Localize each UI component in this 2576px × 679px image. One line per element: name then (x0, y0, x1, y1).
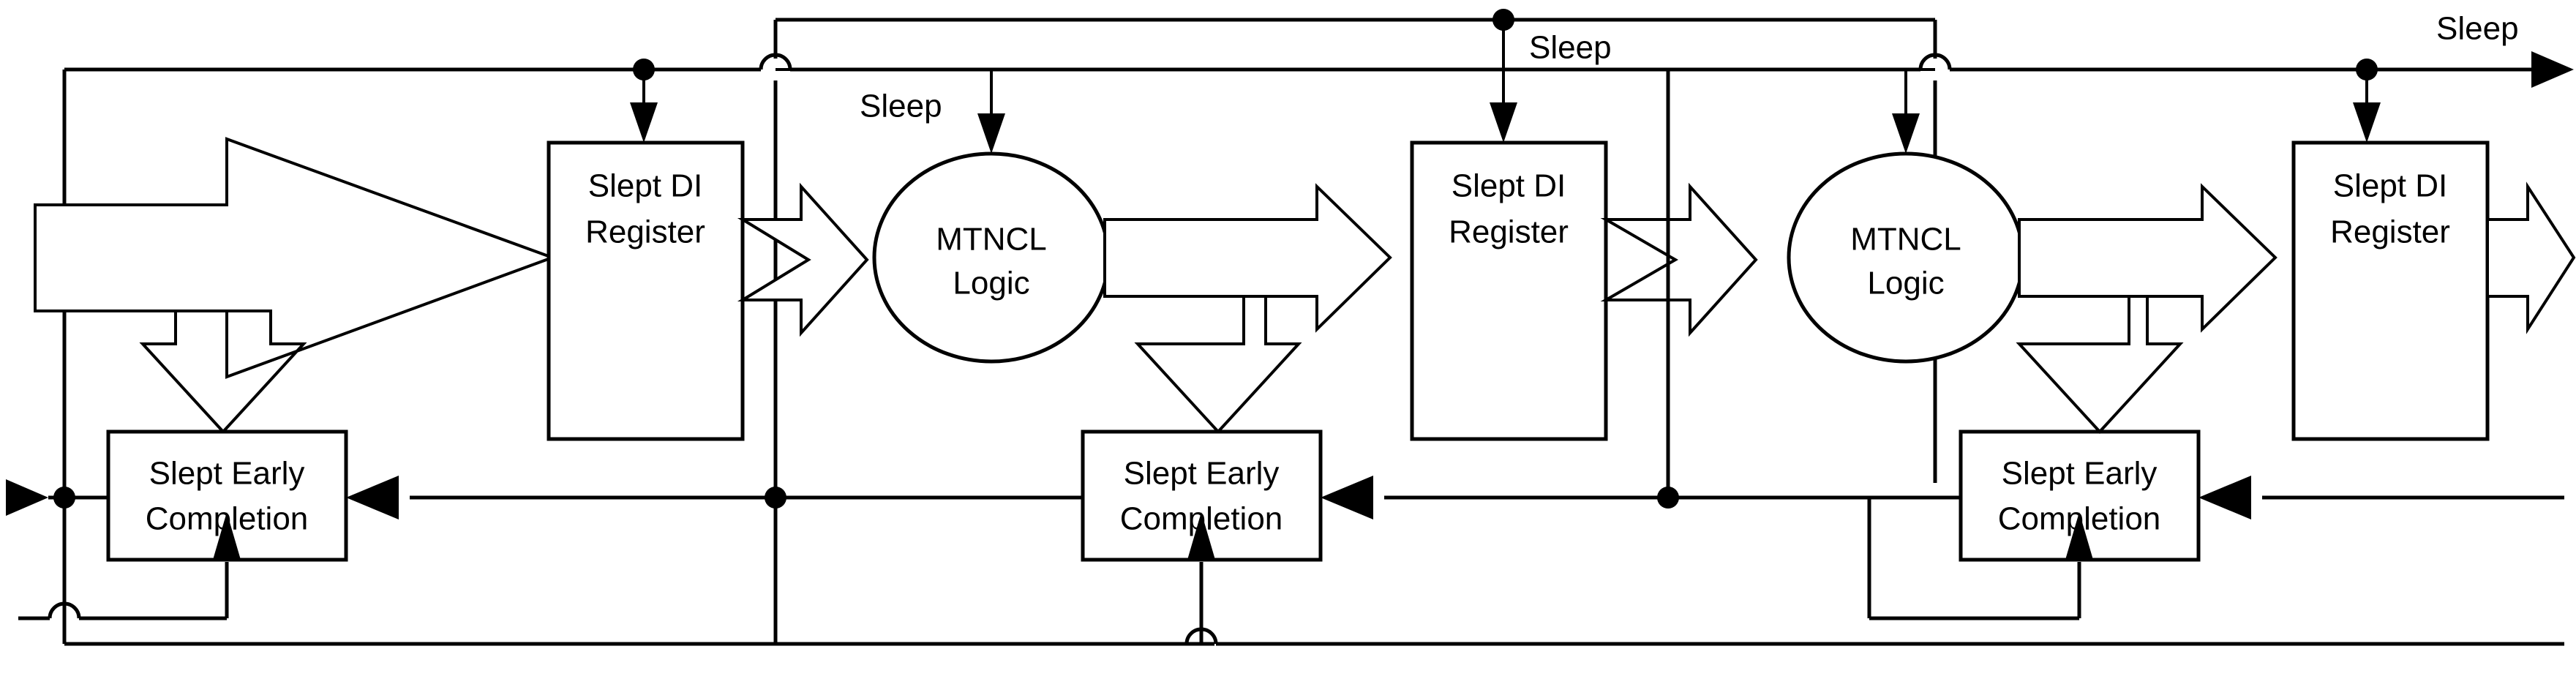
register-3-output-arrow (2486, 181, 2576, 334)
sleep-label-1: Sleep (860, 89, 942, 124)
wire-hop-1 (759, 53, 792, 70)
arrowhead-sleep-reg2 (1490, 102, 1517, 143)
arrowhead-c3-bottom-in (2065, 512, 2093, 560)
register-1-box (547, 140, 745, 441)
sleep-branch-logic1 (776, 68, 993, 113)
arrowhead-ack-c2-in (1321, 476, 1373, 519)
completion-3-label-line1: Slept Early (2002, 456, 2158, 492)
register-2-label-line1: Slept DI (1452, 168, 1566, 204)
sleep-label-3: Sleep (2436, 11, 2519, 47)
mtncl-logic-1-ellipse (872, 151, 1111, 364)
register-3-box (2291, 140, 2490, 441)
register-2-label-line2: Register (1449, 214, 1569, 250)
arrowhead-ack-c1-in (346, 476, 399, 519)
wire-hop-2 (1918, 53, 1952, 70)
reg1-to-logic1-arrow (737, 182, 869, 337)
completion-2-label-line1: Slept Early (1124, 456, 1280, 492)
completion-1-label-line1: Slept Early (149, 456, 305, 492)
arrowhead-sleep-logic2 (1892, 113, 1920, 154)
input-block-arrow-stage0 (34, 137, 557, 434)
register-1-label-line2: Register (585, 214, 705, 250)
arrowhead-ack-out-left (6, 479, 48, 516)
register-3-label-line2: Register (2330, 214, 2450, 250)
wire-hop-bottom-left (48, 601, 81, 619)
arrowhead-sleep-out (2531, 51, 2574, 88)
reg2-to-logic2-arrow (1600, 182, 1758, 337)
logic2-out-arrow (2016, 183, 2278, 434)
arrowhead-ack-c3-in (2198, 476, 2251, 519)
mtncl-logic-2-ellipse (1787, 151, 2025, 364)
register-2-box (1410, 140, 1608, 441)
mtncl-logic-1-label-line1: MTNCL (936, 222, 1047, 258)
arrowhead-c2-bottom-in (1187, 512, 1215, 560)
arrowhead-sleep-logic1 (977, 113, 1005, 154)
mtncl-logic-1-label-line2: Logic (953, 266, 1029, 301)
mtncl-logic-2-label-line1: MTNCL (1850, 222, 1961, 258)
mtncl-logic-2-label-line2: Logic (1867, 266, 1944, 301)
register-1-label-line1: Slept DI (588, 168, 703, 204)
arrowhead-sleep-reg1 (630, 102, 658, 143)
register-3-label-line1: Slept DI (2333, 168, 2448, 204)
arrowhead-c1-bottom-in (213, 512, 241, 560)
arrowhead-sleep-reg3 (2353, 102, 2381, 143)
logic1-out-arrow (1103, 183, 1392, 434)
wire-hop-bottom-mid (1184, 627, 1218, 645)
sleep-label-2: Sleep (1529, 30, 1612, 66)
